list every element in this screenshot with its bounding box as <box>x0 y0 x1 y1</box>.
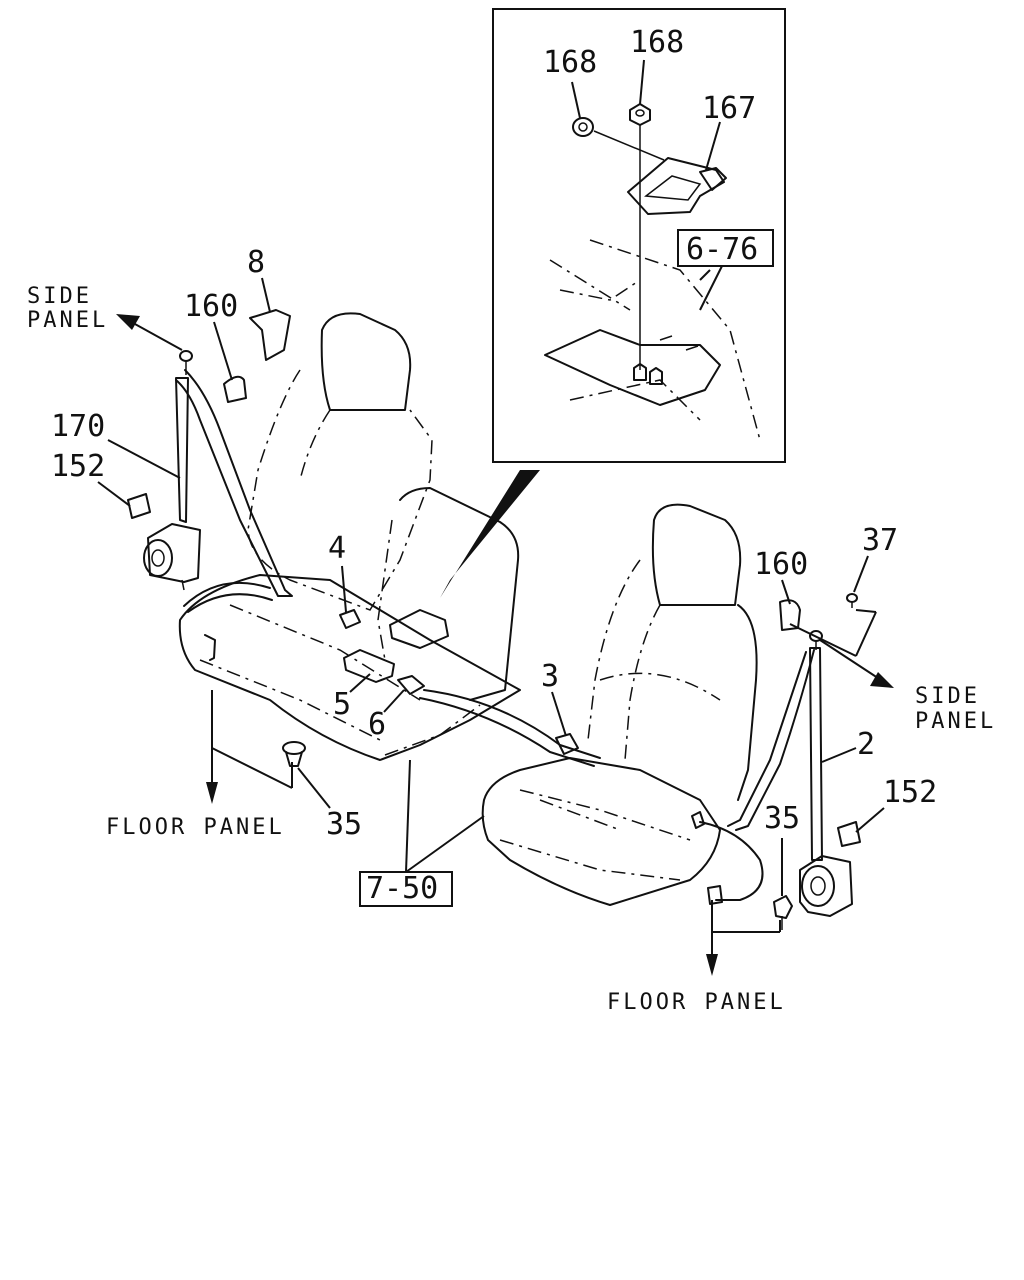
callout-152: 152 <box>51 449 105 484</box>
side-panel-label: PANEL <box>915 709 996 734</box>
belt-guide-icon <box>339 609 361 629</box>
clip-icon <box>846 593 858 608</box>
retractor-icon <box>799 855 853 917</box>
left-seat-belt <box>127 309 601 767</box>
tongue-icon <box>397 675 425 695</box>
cover-icon <box>779 599 801 631</box>
clip-icon <box>555 733 579 755</box>
bracket-icon <box>249 309 291 361</box>
callout-8: 8 <box>247 245 265 280</box>
arrow-icon <box>870 672 894 688</box>
inset-pointer <box>440 470 540 598</box>
reference-6-76[interactable]: 6-76 <box>686 232 758 267</box>
anchor-bracket-icon <box>627 157 727 215</box>
side-panel-label: PANEL <box>27 308 108 333</box>
callout-4: 4 <box>328 531 346 566</box>
bolt-icon <box>282 741 306 767</box>
cap-icon <box>127 493 151 519</box>
callout-37: 37 <box>862 523 898 558</box>
inset-detail: 168 168 167 6-76 <box>440 8 786 598</box>
arrow-icon <box>116 314 140 330</box>
cap-icon <box>837 821 861 847</box>
arrow-icon <box>706 954 718 976</box>
callout-2: 2 <box>857 727 875 762</box>
right-seat <box>481 503 758 906</box>
callout-160: 160 <box>754 547 808 582</box>
callout-35: 35 <box>326 807 362 842</box>
buckle-mount-icon <box>389 609 449 649</box>
callout-6: 6 <box>368 707 386 742</box>
side-panel-label: SIDE <box>27 284 92 309</box>
callout-5: 5 <box>333 687 351 722</box>
arrow-icon <box>206 782 218 804</box>
callout-152: 152 <box>883 775 937 810</box>
reference-7-50[interactable]: 7-50 <box>366 871 438 906</box>
nut-icon <box>629 103 651 126</box>
callout-35: 35 <box>764 801 800 836</box>
bolt-icon <box>773 895 793 930</box>
callout-168: 168 <box>543 45 597 80</box>
floor-panel-label: FLOOR PANEL <box>106 815 285 840</box>
cover-icon <box>223 375 247 403</box>
floor-panel-label: FLOOR PANEL <box>607 990 786 1015</box>
retractor-icon <box>143 523 201 591</box>
callout-167: 167 <box>702 91 756 126</box>
callout-160: 160 <box>184 289 238 324</box>
inset-frame <box>492 8 786 463</box>
d-ring-icon <box>179 350 193 362</box>
right-seat-belt <box>691 593 861 930</box>
reference-box[interactable] <box>677 229 774 267</box>
side-panel-label: SIDE <box>915 684 980 709</box>
callout-170: 170 <box>51 409 105 444</box>
left-seat <box>178 312 521 761</box>
callout-168: 168 <box>630 25 684 60</box>
buckle-icon <box>343 649 395 683</box>
callout-3: 3 <box>541 659 559 694</box>
nut-icon <box>572 117 594 137</box>
